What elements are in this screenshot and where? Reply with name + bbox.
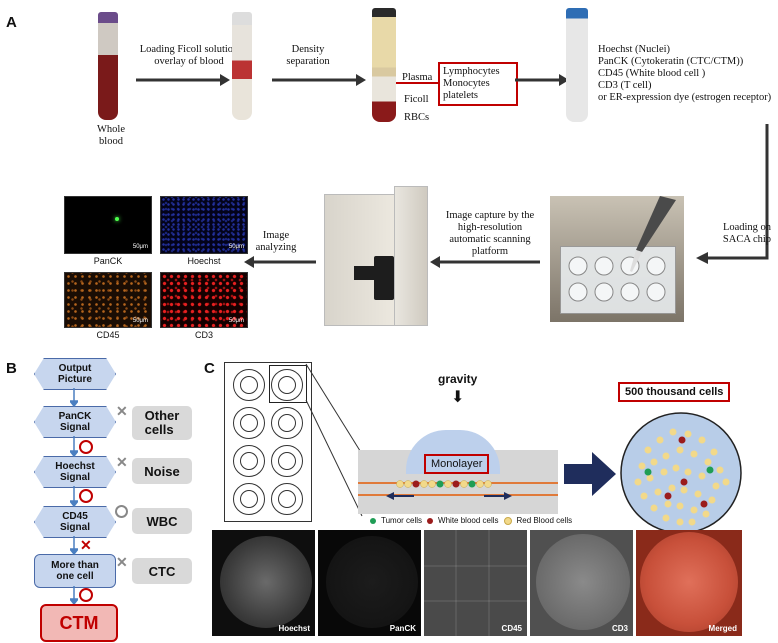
cell-count-label: 500 thousand cells <box>618 382 731 402</box>
arrow-step-2 <box>272 74 366 86</box>
label-step-ficoll: Loading Ficoll solution overlay of blood <box>139 44 239 67</box>
legend-wbc-dot <box>427 517 434 524</box>
stain-item: or ER-expression dye (estrogen receptor) <box>598 92 772 103</box>
legend-tumor-label: Tumor cells <box>381 516 423 525</box>
arrow-to-chip <box>696 124 769 264</box>
monolayer-label: Monolayer <box>424 454 490 474</box>
buffy-coat-line <box>396 82 438 84</box>
well-highlight <box>269 365 307 403</box>
zoom-lines <box>305 363 363 517</box>
label-step-density: Density separation <box>286 44 330 67</box>
scan-cd45: CD45 <box>424 530 527 636</box>
chip-wells <box>568 256 666 302</box>
label-rbcs: RBCs <box>404 112 430 123</box>
legend-rbc-label: Red Blood cells <box>516 516 573 525</box>
micrograph-label: Hoechst <box>187 256 221 266</box>
flow-start-output-picture: Output Picture <box>34 358 116 390</box>
flow-fail-mark: ✕ <box>116 454 128 470</box>
tube-whole-blood <box>98 12 118 120</box>
arrow-to-cell-circle <box>564 452 616 496</box>
legend-rbc-dot <box>503 516 512 525</box>
outcome-wbc: WBC <box>132 508 192 534</box>
arrow-step-3 <box>515 74 569 86</box>
cell-population-circle <box>620 412 742 534</box>
flow-pass-mark <box>79 440 93 454</box>
flow-fail-mark: ✕ <box>80 537 92 553</box>
flow-pass-mark-gray <box>115 505 128 518</box>
chip-well <box>233 445 265 477</box>
chip-well <box>271 369 303 401</box>
label-loading: Loading on SACA chip <box>722 222 772 245</box>
gravity-label: gravity <box>438 372 478 386</box>
outcome-noise: Noise <box>132 458 192 484</box>
outcome-other-cells: Other cells <box>132 406 192 440</box>
label-plasma: Plasma <box>402 72 433 83</box>
saca-chip-photo <box>550 196 684 322</box>
tube-separated <box>372 8 396 122</box>
arrow-step-1 <box>136 74 230 86</box>
flow-fail-mark: ✕ <box>116 554 128 570</box>
arrow-to-analysis <box>244 256 316 268</box>
tube-stained <box>566 8 588 122</box>
scan-panck: PanCK <box>318 530 421 636</box>
chip-well <box>271 483 303 515</box>
chip-well <box>271 407 303 439</box>
gravity-arrow-icon: ⬇ <box>451 389 465 406</box>
micrograph-cd3: 50μm CD3 <box>160 272 248 340</box>
flow-pass-mark <box>79 489 93 503</box>
label-ficoll: Ficoll <box>404 94 429 105</box>
chip-well <box>233 483 265 515</box>
stain-item: CD3 (T cell) <box>598 80 652 91</box>
flow-panck-signal: PanCK Signal <box>34 406 116 438</box>
scan-merged: Merged <box>636 530 742 636</box>
flow-more-than-one-cell: More than one cell <box>34 554 116 588</box>
chip-well <box>233 369 265 401</box>
label-image-capture: Image capture by the high-resolution aut… <box>445 210 535 257</box>
micrograph-cd45: 50μm CD45 <box>64 272 152 340</box>
chip-layout <box>224 362 312 522</box>
flow-cd45-signal: CD45 Signal <box>34 506 116 538</box>
label-whole-blood: Whole blood <box>97 124 125 147</box>
micrograph-label: CD45 <box>96 330 120 340</box>
pipette <box>630 196 676 272</box>
panel-letter-b: B <box>6 360 17 377</box>
stain-item: Hoechst (Nuclei) <box>598 44 671 55</box>
tube-ficoll-overlay <box>232 12 252 120</box>
flow-ctm-result: CTM <box>40 604 118 642</box>
flow-connectors <box>70 388 78 604</box>
scan-cd3: CD3 <box>530 530 633 636</box>
scanner-platform <box>324 186 428 326</box>
buffy-coat-box: Lymphocytes Monocytes platelets <box>438 62 518 106</box>
legend-tumor-dot <box>370 517 376 524</box>
legend-wbc-label: White blood cells <box>438 516 499 525</box>
flow-fail-mark: ✕ <box>116 403 128 419</box>
micrograph-panck: 50μm PanCK <box>64 196 152 266</box>
cell-legend: Tumor cells White blood cells Red Blood … <box>370 516 572 525</box>
stain-list: Hoechst (Nuclei) PanCK (Cytokeratin (CTC… <box>598 44 778 104</box>
panel-letter-c: C <box>204 360 215 377</box>
chip-well <box>233 407 265 439</box>
stain-item: PanCK (Cytokeratin (CTC/CTM)) <box>598 56 744 67</box>
chip-well <box>271 445 303 477</box>
flow-hoechst-signal: Hoechst Signal <box>34 456 116 488</box>
micrograph-label: PanCK <box>93 256 123 266</box>
label-image-analyzing: Image analyzing <box>255 230 297 253</box>
flow-pass-mark <box>79 588 93 602</box>
scan-hoechst: Hoechst <box>212 530 315 636</box>
panel-letter-a: A <box>6 14 17 31</box>
arrow-to-scanner <box>430 256 540 268</box>
micrograph-label: CD3 <box>194 330 213 340</box>
outcome-ctc: CTC <box>132 558 192 584</box>
micrograph-hoechst: 50μm Hoechst <box>160 196 248 266</box>
cell-monolayer-row <box>386 480 512 500</box>
stain-item: CD45 (White blood cell ) <box>598 68 706 79</box>
